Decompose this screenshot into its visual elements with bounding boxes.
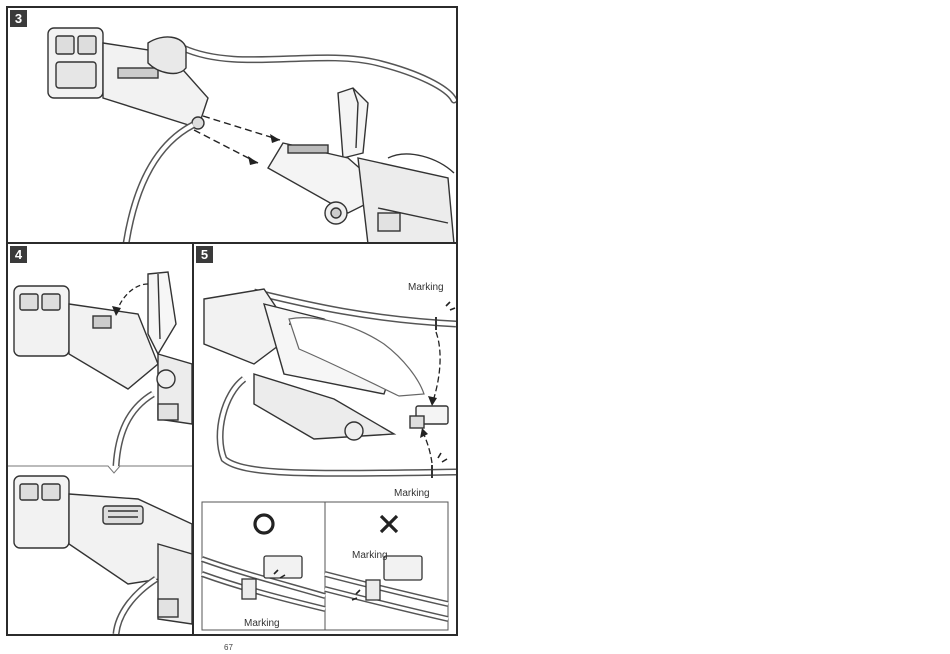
marking-label-wrong: Marking [352,550,388,561]
step-3-illustration [8,8,456,244]
marking-label-top: Marking [408,282,444,293]
step-3-panel: 3 [8,8,456,244]
step-5-illustration [194,244,456,634]
page-number: 67 [224,643,233,652]
cable-clip [410,406,448,428]
step-4-illustration [8,244,192,634]
step-5-panel: 5 Marking Marking [194,244,456,634]
step-4-panel: 4 [8,244,194,634]
marking-label-bottom: Marking [394,488,430,499]
step-4-upper-view [14,272,192,424]
step-4-lower-view [14,476,192,624]
marking-label-correct: Marking [244,618,280,629]
step-4-number: 4 [10,246,27,263]
instruction-frame: 3 [6,6,458,636]
step-5-number: 5 [196,246,213,263]
clamp-tool [268,88,454,244]
connector-assembly [48,28,208,129]
step-3-number: 3 [10,10,27,27]
